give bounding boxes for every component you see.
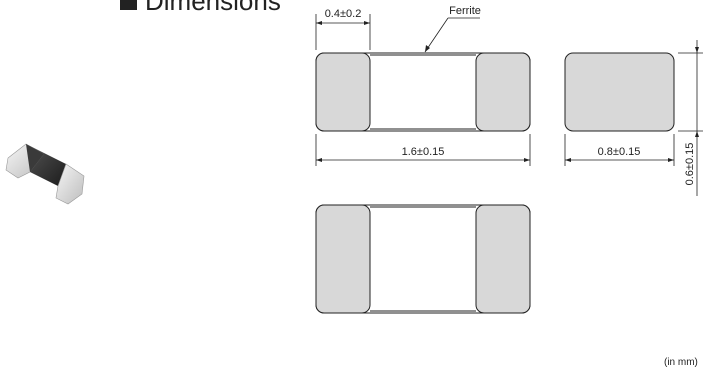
- bottom-view-right-terminal: [475, 204, 531, 314]
- label-terminal-width: 0.4±0.2: [325, 8, 362, 20]
- label-ferrite: Ferrite: [449, 5, 481, 17]
- dim-height: [678, 40, 703, 196]
- unit-note: (in mm): [664, 357, 698, 368]
- section-heading: Dimensions: [120, 0, 281, 16]
- end-view: [564, 52, 675, 132]
- dim-width: [564, 134, 675, 166]
- top-view: [315, 52, 531, 132]
- dim-length: [315, 134, 531, 166]
- label-length: 1.6±0.15: [402, 146, 445, 158]
- heading-square-icon: [120, 0, 137, 10]
- dim-terminal-width: [315, 14, 371, 50]
- chip-right-terminal: [55, 163, 85, 205]
- top-view-right-terminal: [475, 52, 531, 132]
- ferrite-leader: [424, 17, 480, 53]
- chip-ferrite-body: [26, 144, 66, 186]
- bottom-view-left-terminal: [315, 204, 371, 314]
- heading-text: Dimensions: [145, 0, 281, 16]
- chip-photo: [5, 143, 85, 205]
- end-view-terminal: [564, 52, 675, 132]
- label-height: 0.6±0.15: [684, 143, 696, 186]
- bottom-view: [315, 204, 531, 314]
- top-view-left-terminal: [315, 52, 371, 132]
- label-width: 0.8±0.15: [598, 146, 641, 158]
